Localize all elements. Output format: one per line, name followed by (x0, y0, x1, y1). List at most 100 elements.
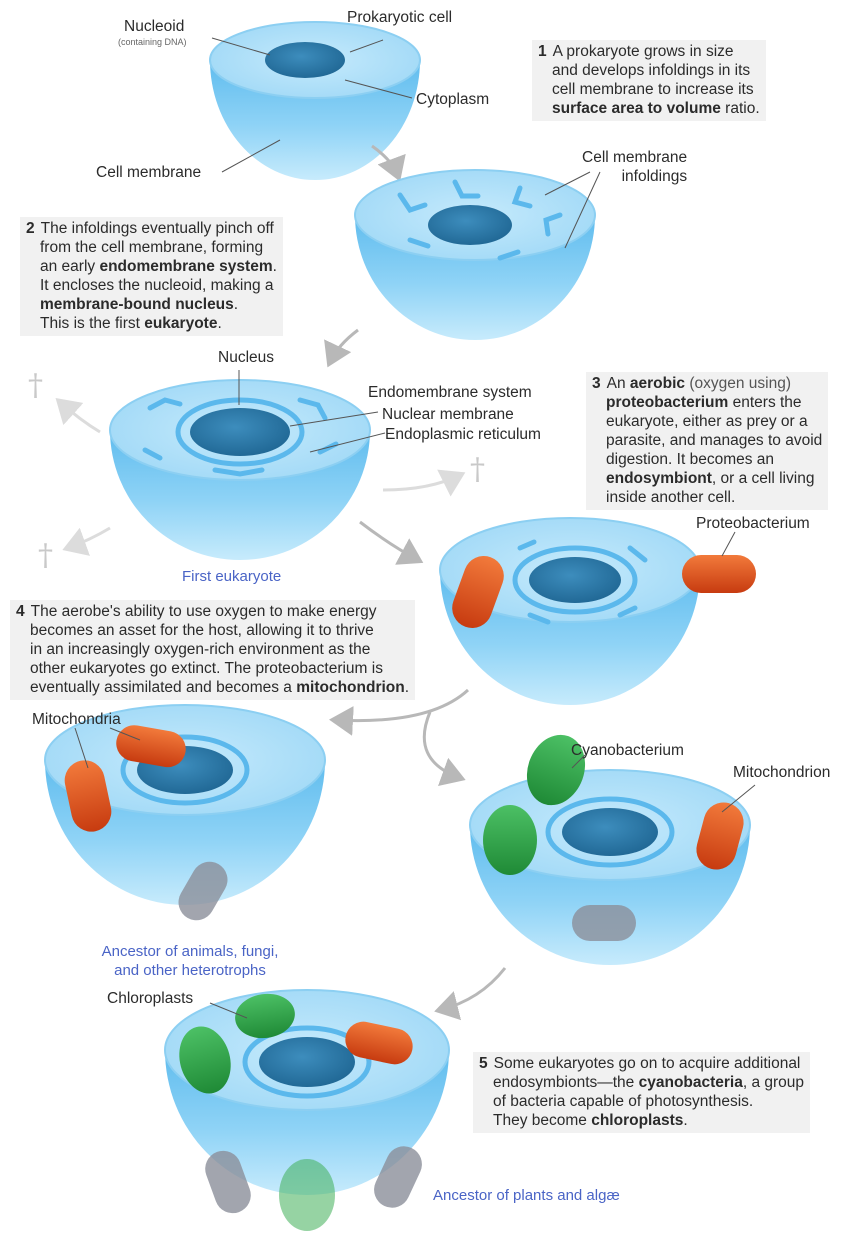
aerobe-host-cell (439, 517, 756, 705)
step-3-line6-bold: endosymbiont (606, 470, 712, 487)
extinct-dagger-2: † (470, 452, 485, 487)
nucleoid-shape (265, 42, 345, 78)
label-nuclear-membrane: Nuclear membrane (382, 406, 514, 423)
plant-mitochondrion-shape (345, 1021, 413, 1065)
prokaryotic-cell (209, 21, 421, 180)
step-2-line2: from the cell membrane, forming (40, 239, 264, 256)
label-chloroplasts: Chloroplasts (107, 990, 194, 1007)
step-5-line4-bold: chloroplasts (591, 1112, 684, 1129)
step-2-line3-post: . (272, 258, 277, 275)
arrow-2-to-3 (324, 328, 359, 368)
caption-ancestor-plants: Ancestor of plants and algæ (433, 1187, 620, 1204)
mitochondrion-shape-a (116, 725, 186, 768)
step-2-line1: The infoldings eventually pinch off (40, 220, 274, 237)
step-5-line2-pre: endosymbionts—the (493, 1074, 639, 1091)
extinct-arrow-3 (62, 526, 111, 556)
cyanobacterium-host-cell (469, 734, 756, 965)
step-2-line6-bold: eukaryote (144, 315, 218, 332)
label-cell-membrane-infoldings: Cell membrane infoldings (582, 148, 687, 186)
step-3-text: 3 An aerobic (oxygen using) proteobacteri… (586, 372, 829, 510)
label-mitochondrion: Mitochondrion (733, 764, 831, 781)
organelle-shadow-c (205, 1150, 251, 1214)
extinct-arrow-2 (382, 469, 466, 497)
step-1-line4-rest: ratio. (720, 100, 760, 117)
step-3-line1-pre: An (606, 375, 630, 392)
label-proteobacterium: Proteobacterium (696, 515, 810, 532)
infolding-cell (354, 169, 601, 340)
step-1-line1: A prokaryote grows in size (552, 43, 734, 60)
label-nucleus: Nucleus (218, 349, 274, 366)
label-cytoplasm: Cytoplasm (416, 91, 490, 108)
label-infoldings-line1: Cell membrane (582, 149, 688, 166)
arrow-4-to-animals (329, 688, 470, 736)
label-endoplasmic-reticulum: Endoplasmic reticulum (385, 426, 541, 443)
step-3-line7: inside another cell. (606, 489, 736, 506)
caption-first-eukaryote: First eukaryote (182, 568, 282, 585)
mitochondrion-shape-b (64, 760, 112, 832)
step-5-number: 5 (479, 1055, 488, 1072)
arrow-to-plants (434, 967, 507, 1021)
step-2-line4: It encloses the nucleoid, making a (40, 277, 274, 294)
step-2-line6-post: . (217, 315, 222, 332)
chloroplast-shadow (279, 1159, 335, 1231)
step-3-line5: digestion. It becomes an (606, 451, 775, 468)
step-1-number: 1 (538, 43, 547, 60)
label-cyanobacterium: Cyanobacterium (571, 742, 684, 759)
caption-ancestor-animals-line2: and other heterotrophs (114, 962, 266, 979)
step-5-line2-post: , a group (742, 1074, 805, 1091)
step-3-number: 3 (592, 375, 601, 392)
arrow-3-to-4 (359, 520, 424, 565)
host-mitochondrion-shape (696, 802, 744, 870)
free-proteobacterium-shape (682, 555, 756, 593)
step-3-line1-light: (oxygen using) (685, 375, 792, 392)
label-endomembrane-system: Endomembrane system (368, 384, 532, 401)
step-4-line5-post: . (404, 679, 410, 696)
step-2-number: 2 (26, 220, 35, 237)
caption-ancestor-animals-line1: Ancestor of animals, fungi, (101, 943, 279, 960)
step-1-line4-bold: surface area to volume (552, 100, 721, 117)
step-2-line3-bold: endomembrane system (99, 258, 273, 275)
step-4-line5-pre: eventually assimilated and becomes a (30, 679, 297, 696)
first-eukaryote-cell (109, 370, 386, 560)
organelle-shadow-d (374, 1146, 422, 1208)
step-5-line3: of bacteria capable of photosynthesis. (493, 1093, 754, 1110)
engulfed-proteobacterium-shape (452, 556, 504, 628)
step-5-line2-bold: cyanobacteria (638, 1074, 743, 1091)
label-cell-membrane: Cell membrane (96, 164, 202, 181)
step-4-line3: in an increasingly oxygen-rich environme… (30, 641, 371, 658)
label-prokaryotic-cell: Prokaryotic cell (347, 9, 453, 26)
label-mitochondria: Mitochondria (32, 711, 121, 728)
step-5-line4-pre: They become (493, 1112, 592, 1129)
nuclear-membrane-shape (175, 397, 305, 467)
step-5-text: 5 Some eukaryotes go on to acquire additi… (473, 1052, 811, 1133)
step-4-number: 4 (16, 603, 25, 620)
step-5-line4-post: . (683, 1112, 688, 1129)
step-3-line2-bold: proteobacterium (606, 394, 729, 411)
step-2-line5-post: . (233, 296, 239, 313)
label-containing-dna: (containing DNA) (118, 37, 187, 47)
label-infoldings-line2: infoldings (621, 168, 688, 185)
step-3-line4: parasite, and manages to avoid (606, 432, 823, 449)
step-3-line1-bold: aerobic (629, 375, 686, 392)
chloroplast-shape-a (235, 993, 295, 1039)
organelle-shadow-a (178, 861, 228, 921)
step-2-line6-pre: This is the first (40, 315, 145, 332)
step-4-line2: becomes an asset for the host, allowing … (30, 622, 374, 639)
engulfed-cyanobacterium-shape (483, 805, 537, 875)
step-4-line4: other eukaryotes go extinct. The proteob… (30, 660, 383, 677)
plant-ancestor-cell (164, 989, 450, 1231)
chloroplast-shape-b (179, 1026, 231, 1094)
step-2-text: 2 The infoldings eventually pinch off fro… (20, 217, 283, 336)
arrow-1-to-2 (371, 144, 406, 182)
step-5-line1: Some eukaryotes go on to acquire additio… (493, 1055, 801, 1072)
extinct-arrow-1 (55, 397, 101, 434)
nucleus-shape (190, 408, 290, 456)
organelle-shadow-b (572, 905, 636, 941)
step-3-line2-post: enters the (728, 394, 802, 411)
arrow-4-to-plants-branch (422, 711, 466, 787)
step-3-line6-post: , or a cell living (711, 470, 815, 487)
step-3-line3: eukaryote, either as prey or a (606, 413, 808, 430)
